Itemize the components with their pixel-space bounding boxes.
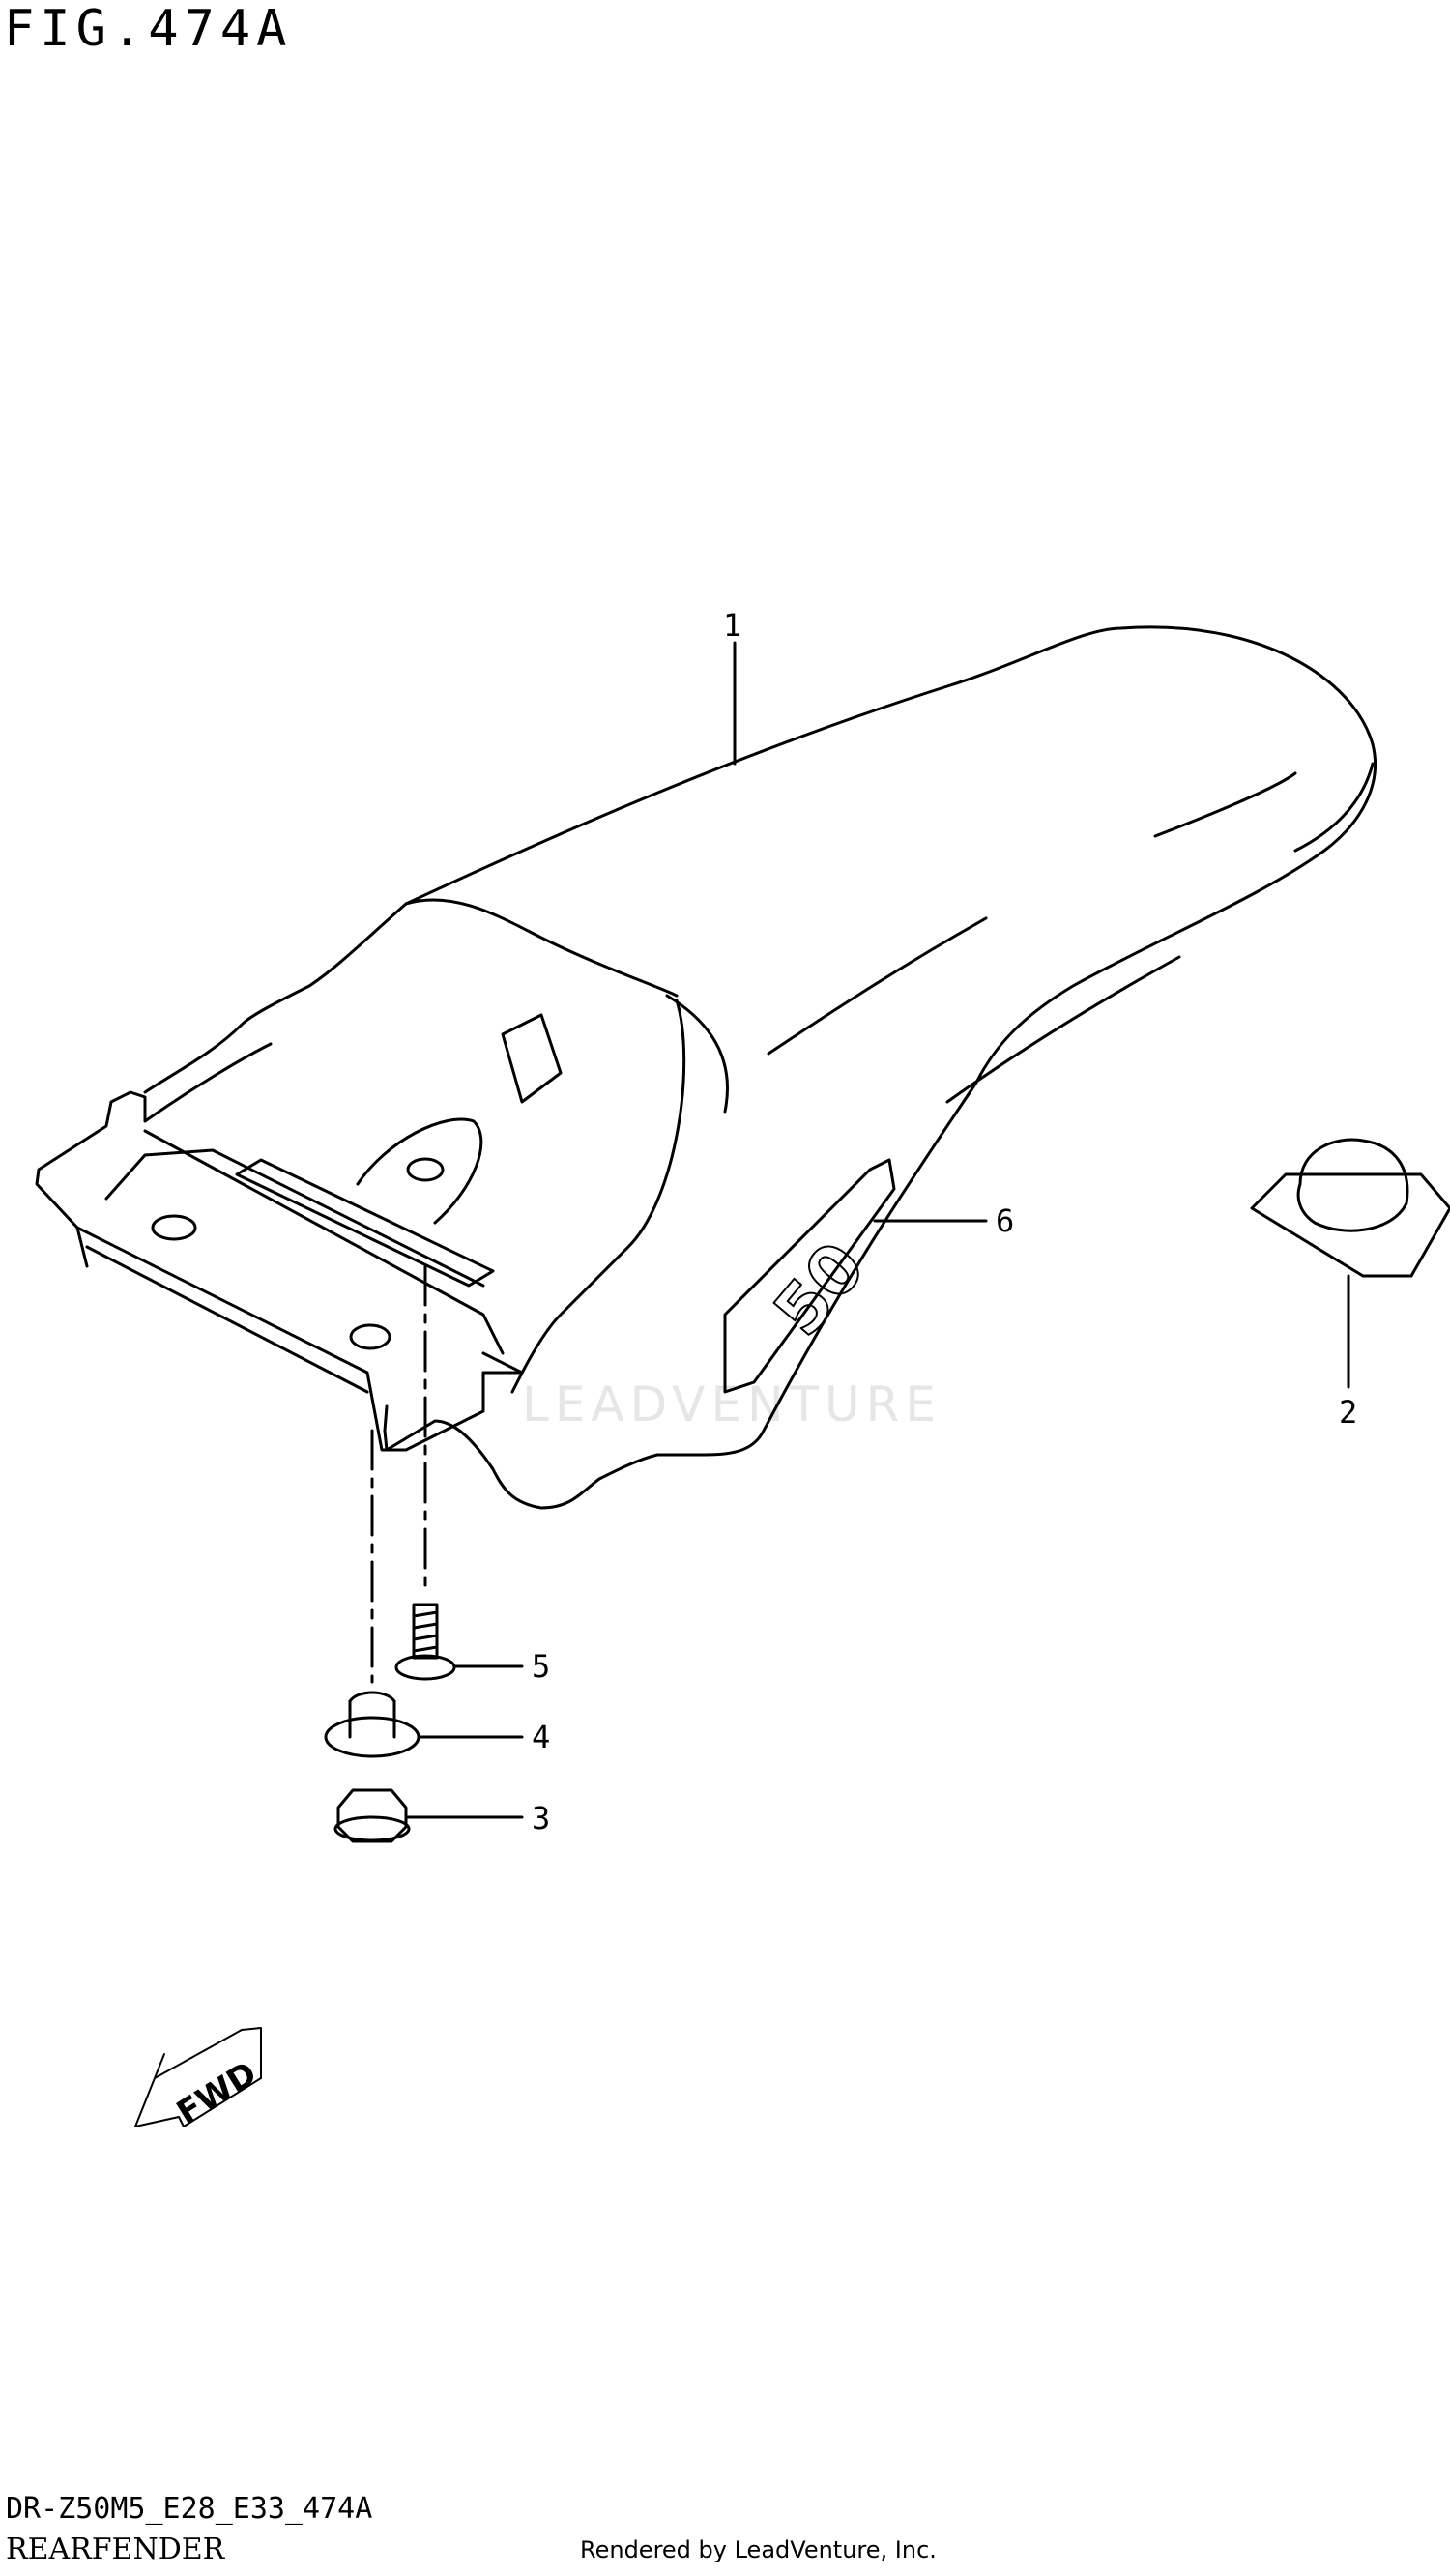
cushion-base[interactable]: [1250, 1172, 1450, 1278]
callout-3: 3: [532, 1800, 550, 1837]
center-boss: [356, 1013, 563, 1225]
fwd-arrow: [134, 2027, 262, 2127]
fender-rear-lip: [1153, 762, 1375, 853]
bolt[interactable]: [412, 1603, 439, 1660]
fender-inner-line: [143, 902, 408, 1094]
watermark-text: LEADVENTURE: [522, 1376, 942, 1433]
mounting-plate-edge: [75, 1129, 505, 1394]
mounting-hole: [349, 1323, 392, 1350]
nut-flange: [334, 1815, 411, 1842]
model-code: DR-Z50M5_E28_E33_474A: [6, 2492, 373, 2526]
render-credit: Rendered by LeadVenture, Inc.: [580, 2536, 937, 2563]
fender-underside: [510, 999, 686, 1394]
fender-side-curve: [665, 916, 1181, 1114]
callout-4: 4: [532, 1719, 550, 1755]
callout-5: 5: [532, 1648, 550, 1685]
bolt-head: [394, 1654, 456, 1681]
fender-decal: [723, 1158, 896, 1394]
fwd-arrow-label: FWD: [170, 2054, 264, 2132]
fender-top-ridge: [404, 898, 679, 998]
mounting-plate-slot: [235, 1158, 495, 1288]
section-name: REARFENDER: [6, 2533, 225, 2566]
mounting-plate[interactable]: [35, 1042, 524, 1452]
figure-title: FIG.474A: [4, 0, 293, 58]
rear-fender-outline[interactable]: [383, 625, 1378, 1510]
collar-body: [348, 1691, 396, 1739]
mounting-hole: [151, 1214, 197, 1241]
nut[interactable]: [336, 1788, 408, 1843]
callout-1: 1: [723, 607, 741, 644]
fender-decal-text: 50: [759, 1228, 880, 1350]
callout-6: 6: [996, 1202, 1014, 1239]
cushion-dome: [1296, 1138, 1409, 1232]
collar[interactable]: [324, 1716, 420, 1758]
callout-2: 2: [1339, 1394, 1357, 1431]
mounting-hole: [406, 1157, 445, 1182]
